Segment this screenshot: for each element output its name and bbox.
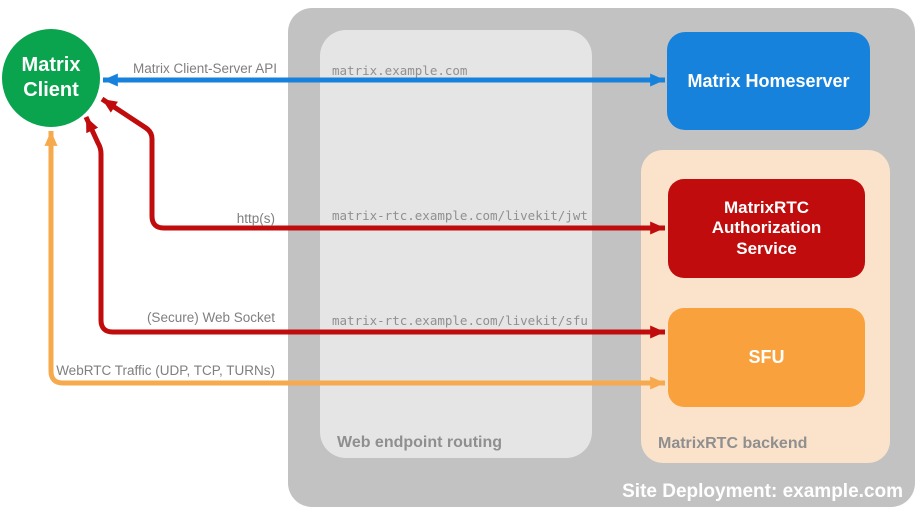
edge-label-https: http(s) [236,211,275,226]
endpoint-url-livekit-jwt: matrix-rtc.example.com/livekit/jwt [332,208,588,223]
endpoint-url-matrix: matrix.example.com [332,63,468,78]
site-deployment-label: Site Deployment: example.com [622,481,903,502]
matrixrtc-backend-label: MatrixRTC backend [658,435,808,452]
sfu-node: SFU [668,308,865,407]
edge-label-client-server-api: Matrix Client-Server API [132,61,277,76]
matrixrtc-authorization-service-node: MatrixRTC Authorization Service [668,179,865,278]
web-endpoint-routing-label: Web endpoint routing [337,434,503,451]
matrix-homeserver-node: Matrix Homeserver [667,32,870,130]
web-endpoint-routing-container [320,30,592,458]
edge-label-web-socket: (Secure) Web Socket [146,310,275,325]
edge-label-webrtc-traffic: WebRTC Traffic (UDP, TCP, TURNs) [56,363,275,378]
matrix-client-node: Matrix Client [2,29,100,127]
endpoint-url-livekit-sfu: matrix-rtc.example.com/livekit/sfu [332,313,588,328]
